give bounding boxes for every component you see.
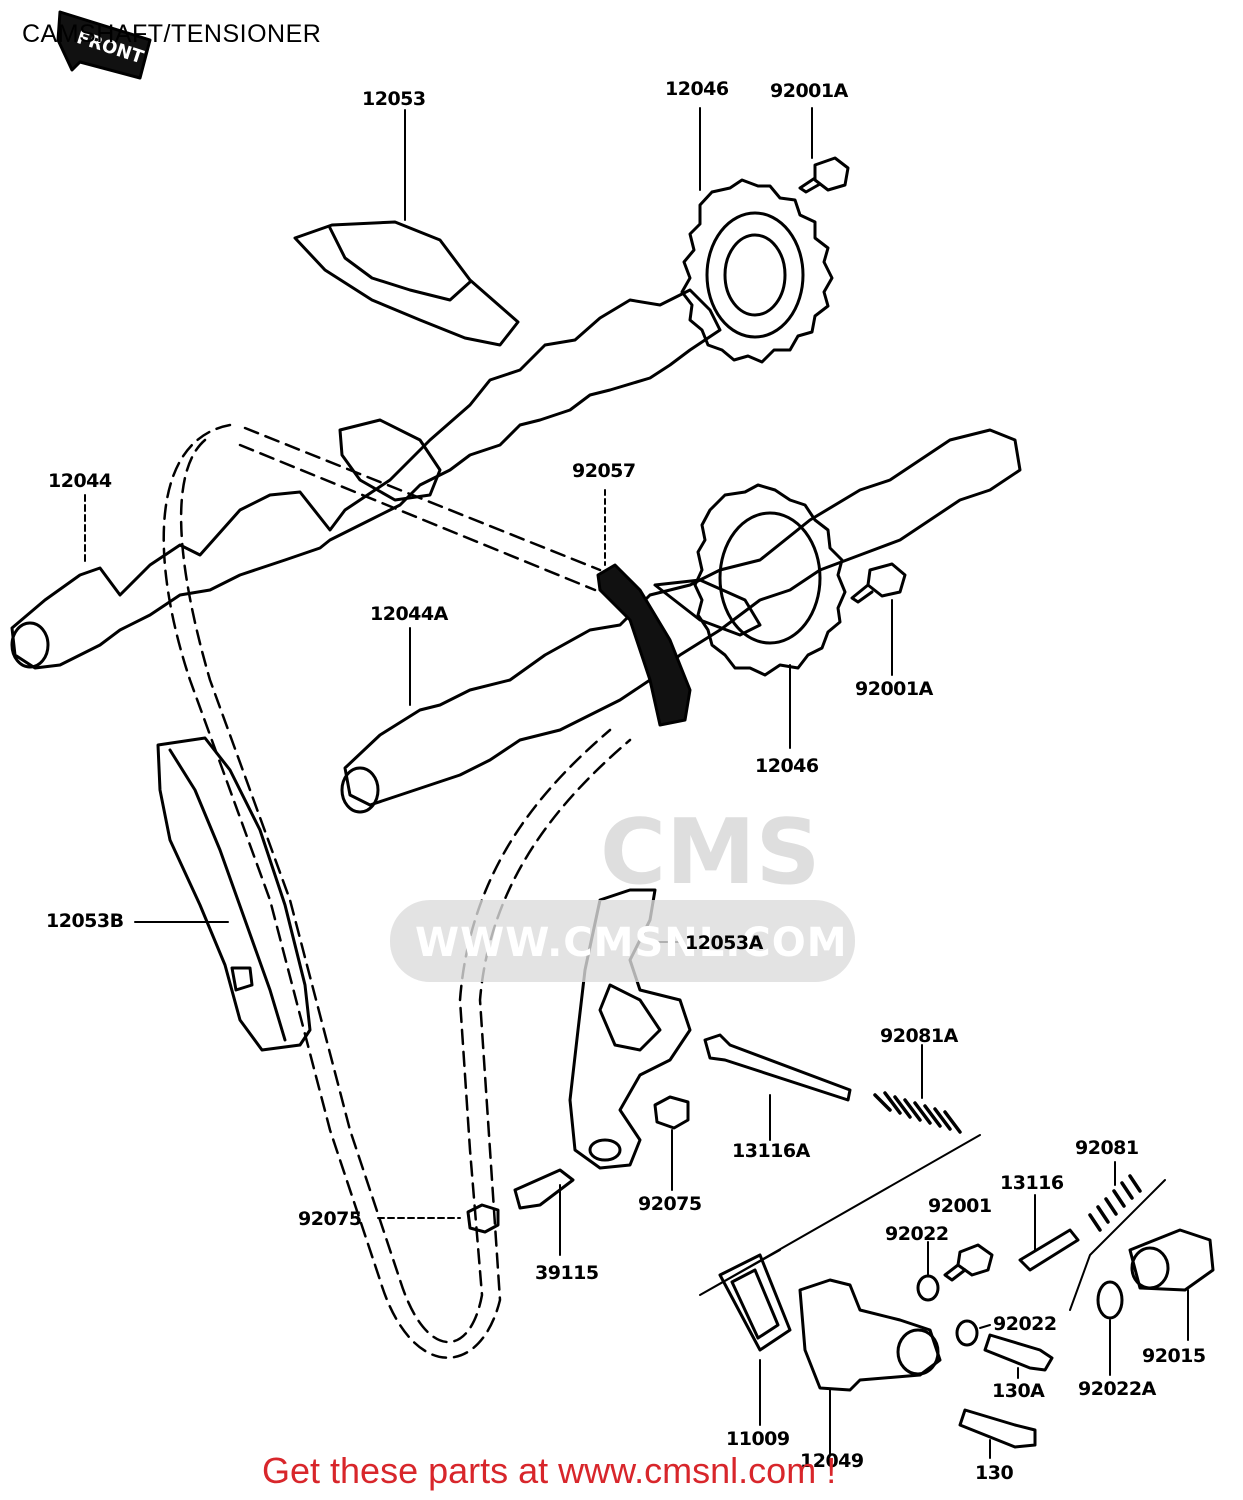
- part-label: 39115: [535, 1262, 599, 1284]
- tensioner-body: [798, 1278, 942, 1392]
- guide-bolt-left: [466, 1203, 500, 1234]
- part-label: 92057: [572, 460, 636, 482]
- part-label: 92001A: [855, 678, 933, 700]
- tensioner-bolt: [943, 1243, 994, 1282]
- part-label: 12049: [800, 1450, 864, 1472]
- watermark-brand: CMS: [600, 800, 821, 905]
- bolt-130a: [983, 1333, 1054, 1372]
- part-label: 92075: [298, 1208, 362, 1230]
- sprocket-bolt-top: [798, 156, 850, 194]
- chain-guide-rear: [156, 736, 312, 1052]
- part-label: 13116A: [732, 1140, 810, 1162]
- part-label: 92081: [1075, 1137, 1139, 1159]
- part-label: 12053B: [46, 910, 124, 932]
- part-label: 12046: [755, 755, 819, 777]
- bolt-130: [958, 1408, 1037, 1449]
- assembly-guide-lines: [699, 1134, 1166, 1311]
- tensioner-washer-upper: [916, 1274, 940, 1302]
- part-label: 130: [975, 1462, 1014, 1484]
- sprocket-bolt-mid: [850, 562, 907, 604]
- chain-link-segment: [596, 563, 692, 727]
- part-label: 12053A: [685, 932, 763, 954]
- part-label: 92081A: [880, 1025, 958, 1047]
- guide-bolt-right: [653, 1095, 690, 1130]
- part-label: 92022A: [1078, 1378, 1156, 1400]
- watermark-url: WWW.CMSNL.COM: [415, 920, 848, 966]
- tensioner-spring-lower: [1088, 1174, 1142, 1232]
- guide-collar: [513, 1168, 575, 1210]
- chain-guide-top: [293, 220, 520, 347]
- part-label: 12046: [665, 78, 729, 100]
- watermark-badge: [390, 900, 855, 982]
- part-label: 11009: [726, 1428, 790, 1450]
- part-label: 130A: [992, 1380, 1045, 1402]
- part-label: 92015: [1142, 1345, 1206, 1367]
- tensioner-rod: [1018, 1228, 1080, 1272]
- front-arrow-icon: [56, 10, 152, 80]
- part-label: 92022: [885, 1223, 949, 1245]
- tensioner-pin: [703, 1033, 852, 1102]
- diagram-title: CAMSHAFT/TENSIONER: [22, 20, 322, 48]
- part-label: 12044A: [370, 603, 448, 625]
- footer-link-text[interactable]: Get these parts at www.cmsnl.com !: [262, 1450, 837, 1491]
- tensioner-spring-upper: [873, 1091, 962, 1134]
- part-label: 92001A: [770, 80, 848, 102]
- cam-sprocket-top: [680, 178, 834, 364]
- tensioner-washer-lower: [955, 1319, 979, 1347]
- camshaft-exhaust: [10, 288, 722, 670]
- tensioner-gasket: [718, 1253, 792, 1352]
- part-label: 12053: [362, 88, 426, 110]
- part-label: 12044: [48, 470, 112, 492]
- part-label: 92022: [993, 1313, 1057, 1335]
- cam-chain: [162, 423, 632, 1359]
- cam-sprocket-bottom: [693, 483, 847, 677]
- o-ring: [1096, 1280, 1124, 1320]
- tensioner-cap: [1128, 1228, 1215, 1292]
- part-label: 92075: [638, 1193, 702, 1215]
- part-label: 92001: [928, 1195, 992, 1217]
- part-label: 13116: [1000, 1172, 1064, 1194]
